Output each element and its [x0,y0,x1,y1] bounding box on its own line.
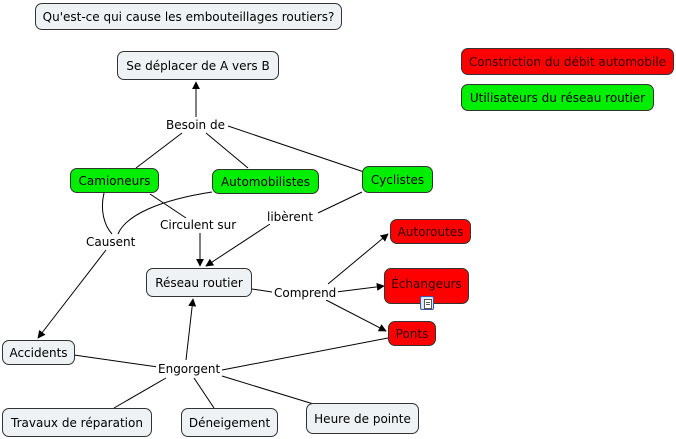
link-causent[interactable]: Causent [84,235,138,249]
edge-comprend-ponts [325,299,387,332]
edge-camioneurs-circulent [149,193,187,219]
edge-deneigement-engorgent [193,377,215,409]
node-heure-pointe[interactable]: Heure de pointe [306,403,419,434]
edge-cyclistes-besoin [227,125,365,173]
node-se-deplacer[interactable]: Se déplacer de A vers B [117,51,279,80]
node-ponts-label: Ponts [395,326,429,341]
link-circulent-sur[interactable]: Circulent sur [158,218,239,232]
edge-accidents-engorgent [73,354,159,368]
link-liberent[interactable]: libèrent [265,210,316,224]
node-echangeurs-label: Échangeurs [391,277,462,291]
node-ponts[interactable]: Ponts [388,321,436,346]
edge-travaux-engorgent [113,377,167,409]
question-text: Qu'est-ce qui cause les embouteillages r… [42,9,335,24]
edge-engorgent-reseau [185,298,197,361]
edge-camioneurs-besoin [135,132,183,169]
node-se-deplacer-label: Se déplacer de A vers B [126,58,270,73]
edge-cyclistes-liberent [317,191,363,214]
node-accidents-label: Accidents [9,345,68,360]
edge-liberent-reseau [205,223,271,267]
node-deneigement[interactable]: Déneigement [181,408,278,437]
node-camioneurs-label: Camioneurs [78,173,151,188]
node-reseau-routier-label: Réseau routier [155,275,243,290]
edge-causent-accidents [37,249,107,339]
link-engorgent[interactable]: Engorgent [156,362,223,376]
document-attachment-icon[interactable] [420,296,434,310]
edge-comprend-echangeurs [335,282,385,293]
node-heure-pointe-label: Heure de pointe [314,411,411,426]
legend-constriction: Constriction du débit automobile [461,48,674,75]
edge-ponts-engorgent [221,337,389,371]
edge-automobilistes-besoin [205,132,249,169]
node-cyclistes-label: Cyclistes [370,172,425,187]
node-autoroutes[interactable]: Autoroutes [390,219,471,244]
edge-comprend-autoroutes [327,233,389,285]
node-automobilistes[interactable]: Automobilistes [212,169,319,194]
link-besoin-de[interactable]: Besoin de [164,118,227,132]
node-reseau-routier[interactable]: Réseau routier [146,268,252,297]
edge-heure-engorgent [221,375,321,407]
node-camioneurs[interactable]: Camioneurs [70,168,159,193]
edge-reseau-comprend [251,288,273,293]
edge-camioneurs-causent [101,192,113,235]
node-cyclistes[interactable]: Cyclistes [362,166,433,193]
node-deneigement-label: Déneigement [188,415,271,430]
link-comprend[interactable]: Comprend [272,286,339,300]
legend-constriction-label: Constriction du débit automobile [468,54,667,69]
legend-users: Utilisateurs du réseau routier [461,84,654,111]
node-travaux[interactable]: Travaux de réparation [2,408,152,437]
node-autoroutes-label: Autoroutes [397,224,464,239]
node-automobilistes-label: Automobilistes [220,174,311,189]
edge-automobilistes-causent [117,191,213,235]
node-accidents[interactable]: Accidents [2,340,75,365]
legend-users-label: Utilisateurs du réseau routier [469,90,646,105]
node-travaux-label: Travaux de réparation [11,415,143,430]
question-box: Qu'est-ce qui cause les embouteillages r… [35,3,342,30]
